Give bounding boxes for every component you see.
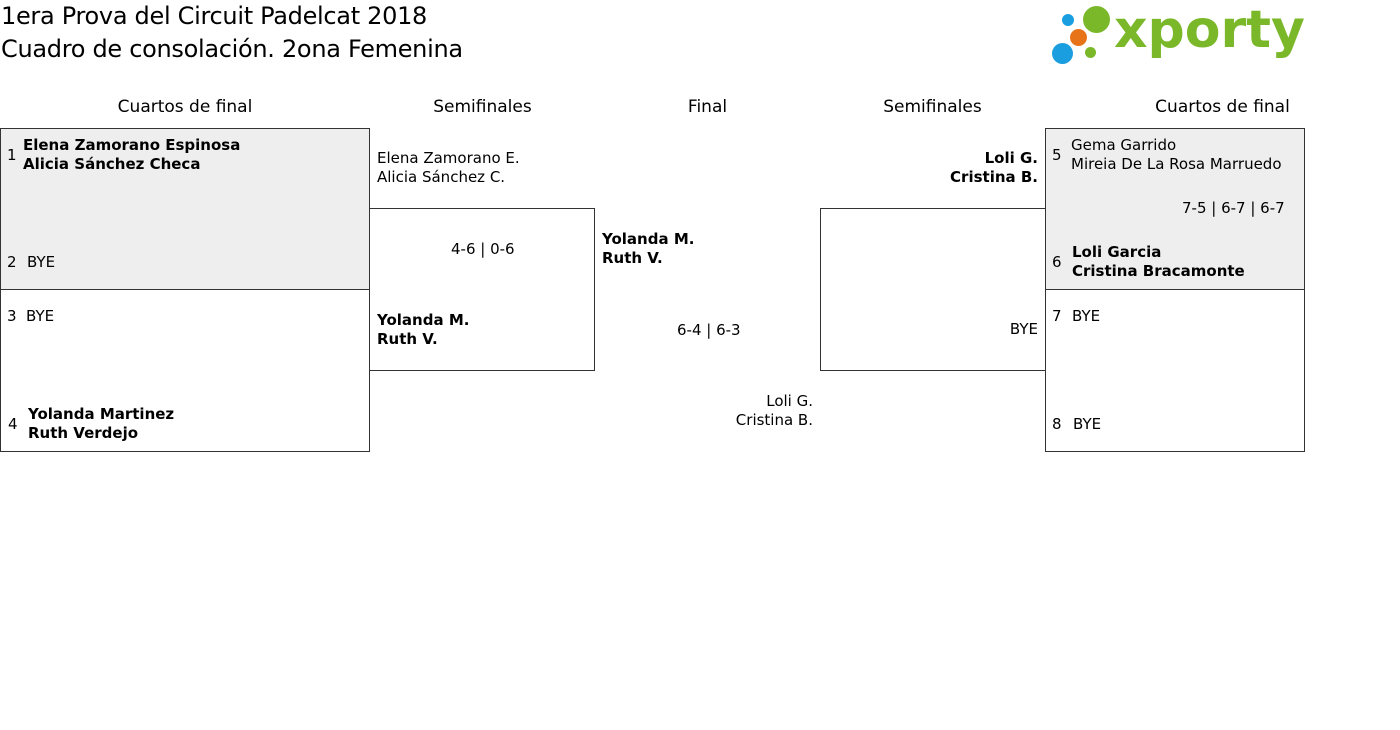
player-name: BYE: [1009, 320, 1038, 338]
header-qf-right: Cuartos de final: [1155, 97, 1290, 117]
logo-wordmark: xporty: [1114, 0, 1305, 60]
match-box-qf1[interactable]: [0, 128, 370, 290]
seed-number: 7: [1052, 307, 1062, 325]
player-name: BYE: [27, 253, 56, 271]
header-qf-left: Cuartos de final: [117, 97, 253, 117]
player-name: BYE: [1073, 415, 1102, 433]
player-name: Loli G.: [984, 149, 1038, 167]
match-score: 6-4 | 6-3: [677, 321, 741, 339]
match-score: 4-6 | 0-6: [451, 240, 515, 258]
player-name: BYE: [1072, 307, 1101, 325]
player-name: Yolanda M.: [377, 311, 470, 329]
seed-number: 1: [7, 146, 17, 164]
logo-dot-green-large: [1083, 6, 1110, 33]
player-name: Elena Zamorano Espinosa: [23, 136, 241, 154]
seed-number: 8: [1052, 415, 1062, 433]
logo-dot-blue: [1062, 14, 1074, 26]
header-sf-left: Semifinales: [433, 97, 532, 117]
player-name: Elena Zamorano E.: [377, 149, 520, 167]
logo-dot-blue-large: [1052, 43, 1073, 64]
player-name: Mireia De La Rosa Marruedo: [1071, 155, 1282, 173]
player-name: Ruth Verdejo: [28, 424, 139, 442]
seed-number: 6: [1052, 253, 1062, 271]
match-box-sf-left[interactable]: [369, 208, 595, 371]
player-name: Gema Garrido: [1071, 136, 1177, 154]
seed-number: 3: [7, 307, 17, 325]
page-subtitle: Cuadro de consolación. 2ona Femenina: [1, 35, 463, 63]
xporty-logo[interactable]: xporty: [1052, 0, 1305, 68]
player-name: Loli G.: [766, 392, 813, 410]
header-sf-right: Semifinales: [883, 97, 982, 117]
player-name: Ruth V.: [602, 249, 663, 267]
player-name: Alicia Sánchez Checa: [23, 155, 201, 173]
seed-number: 5: [1052, 146, 1062, 164]
logo-dot-orange: [1070, 29, 1087, 46]
match-box-qf4[interactable]: [1045, 289, 1305, 452]
player-name: Alicia Sánchez C.: [377, 168, 506, 186]
player-name: BYE: [26, 307, 55, 325]
header-final: Final: [687, 97, 728, 117]
player-name: Cristina B.: [735, 411, 813, 429]
player-name: Cristina B.: [950, 168, 1038, 186]
player-name: Ruth V.: [377, 330, 438, 348]
page-title: 1era Prova del Circuit Padelcat 2018: [1, 2, 428, 30]
match-box-sf-right[interactable]: [820, 208, 1046, 371]
player-name: Yolanda Martinez: [28, 405, 175, 423]
player-name: Yolanda M.: [602, 230, 695, 248]
player-name: Cristina Bracamonte: [1072, 262, 1245, 280]
seed-number: 2: [7, 253, 17, 271]
seed-number: 4: [8, 415, 18, 433]
logo-dot-green-small: [1085, 47, 1096, 58]
match-score: 7-5 | 6-7 | 6-7: [1182, 199, 1285, 217]
player-name: Loli Garcia: [1072, 243, 1162, 261]
match-box-qf3[interactable]: [1045, 128, 1305, 290]
